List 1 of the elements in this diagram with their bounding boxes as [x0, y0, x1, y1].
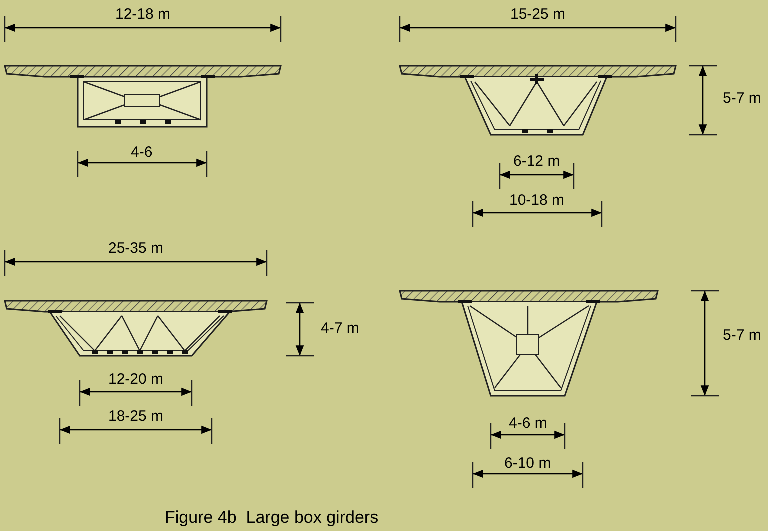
figure-caption: Figure 4b Large box girders [165, 508, 379, 528]
